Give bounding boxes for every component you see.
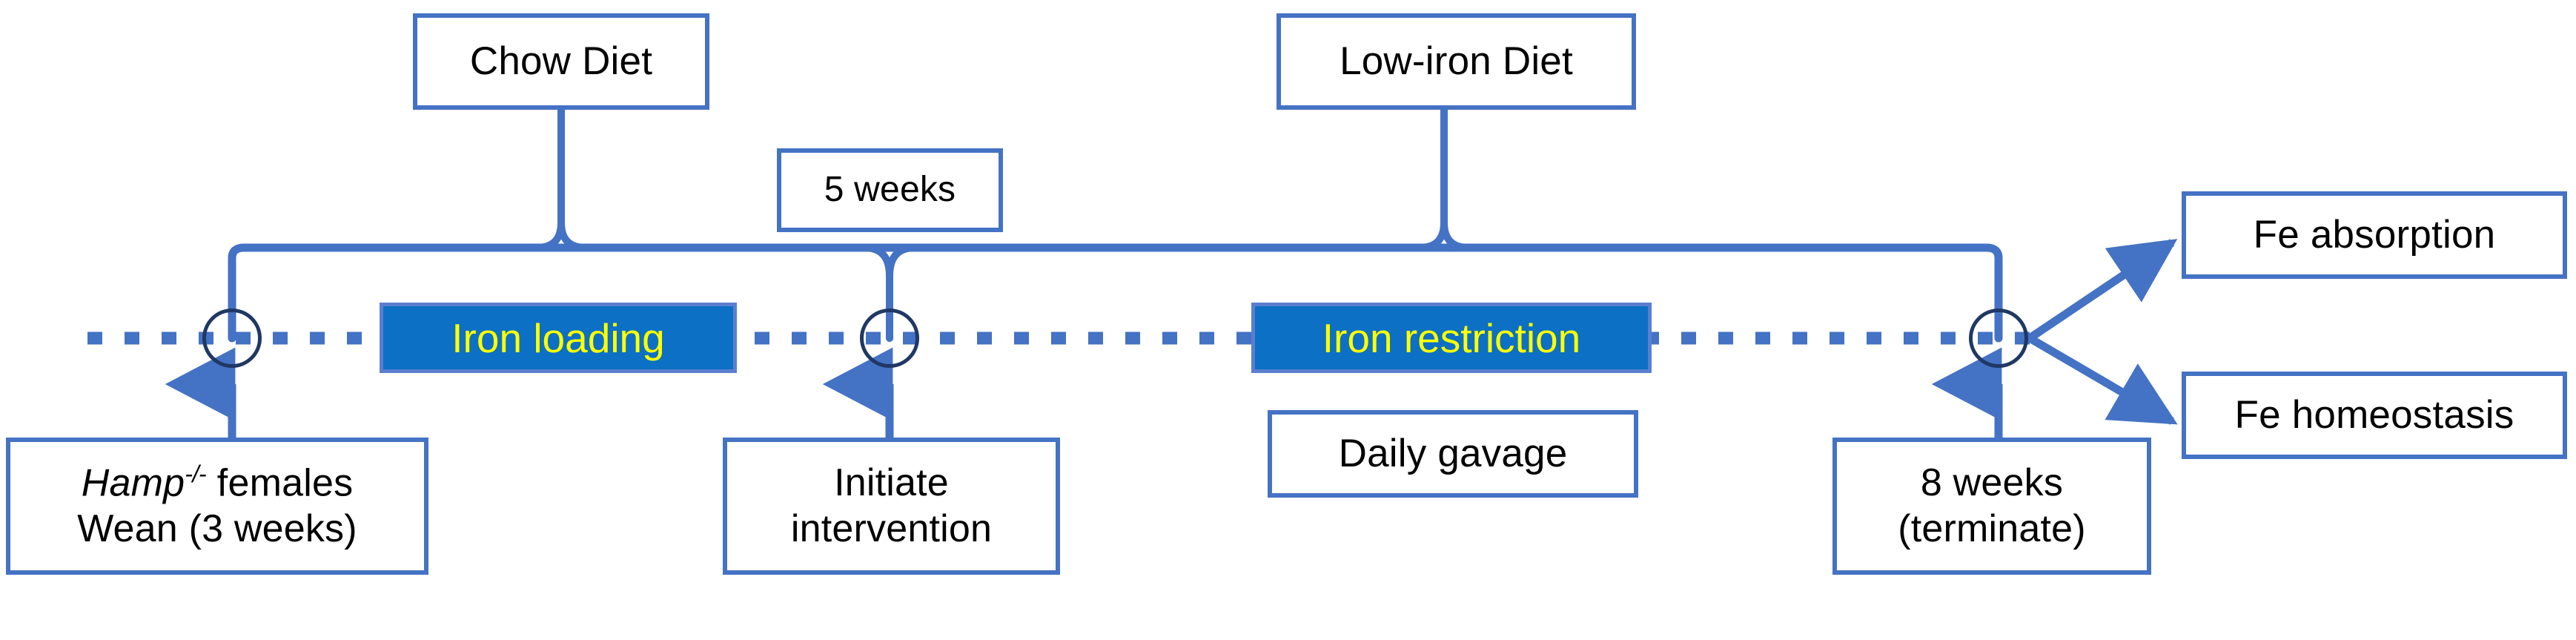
- outcome-arrows: [2027, 239, 2178, 425]
- phase-iron-restriction[interactable]: Iron restriction: [1251, 303, 1652, 373]
- chow-diet-box[interactable]: Chow Diet: [413, 13, 709, 110]
- initiate-intervention-box[interactable]: Initiate intervention: [723, 438, 1060, 575]
- hamp-genotype-superscript: -/-: [185, 461, 207, 488]
- chow-diet-label: Chow Diet: [469, 39, 653, 83]
- fe-absorption-box[interactable]: Fe absorption: [2182, 191, 2567, 279]
- eight-weeks-terminate-box[interactable]: 8 weeks (terminate): [1832, 438, 2151, 575]
- phase-iron-loading[interactable]: Iron loading: [380, 303, 737, 373]
- fe-homeostasis-box[interactable]: Fe homeostasis: [2182, 372, 2567, 459]
- milestone-arrows: [165, 347, 2003, 441]
- intervention-milestone-node[interactable]: [860, 309, 919, 368]
- initiate-intervention-line2: intervention: [790, 507, 993, 550]
- hamp-gene-name: Hamp: [81, 461, 185, 505]
- fe-absorption-label: Fe absorption: [2253, 212, 2496, 257]
- eight-weeks-line1: 8 weeks: [1920, 461, 2064, 505]
- arrow-to-fe-homeostasis: [2027, 334, 2178, 425]
- start-milestone-node[interactable]: [202, 309, 262, 368]
- five-weeks-box[interactable]: 5 weeks: [777, 148, 1003, 232]
- arrow-to-fe-absorption: [2027, 239, 2178, 342]
- phase-iron-loading-label: Iron loading: [451, 314, 665, 361]
- terminate-line2: (terminate): [1898, 507, 2086, 550]
- phase-iron-restriction-label: Iron restriction: [1322, 314, 1581, 361]
- five-weeks-label: 5 weeks: [824, 170, 956, 210]
- hamp-sex-label: females: [206, 461, 354, 505]
- daily-gavage-label: Daily gavage: [1338, 431, 1568, 475]
- daily-gavage-box[interactable]: Daily gavage: [1268, 410, 1638, 498]
- wean-age-label: Wean (3 weeks): [77, 507, 357, 551]
- low-iron-diet-label: Low-iron Diet: [1340, 39, 1573, 83]
- chow-diet-connector: [533, 106, 589, 251]
- low-iron-diet-box[interactable]: Low-iron Diet: [1277, 13, 1636, 110]
- hamp-females-box[interactable]: Hamp-/- females Wean (3 weeks): [6, 438, 428, 575]
- hamp-genotype-line: Hamp-/- females: [10, 460, 424, 507]
- fe-homeostasis-label: Fe homeostasis: [2234, 392, 2514, 437]
- terminate-milestone-node[interactable]: [1969, 309, 2028, 368]
- initiate-intervention-line1: Initiate: [834, 461, 949, 505]
- low-iron-diet-connector: [1416, 106, 1472, 251]
